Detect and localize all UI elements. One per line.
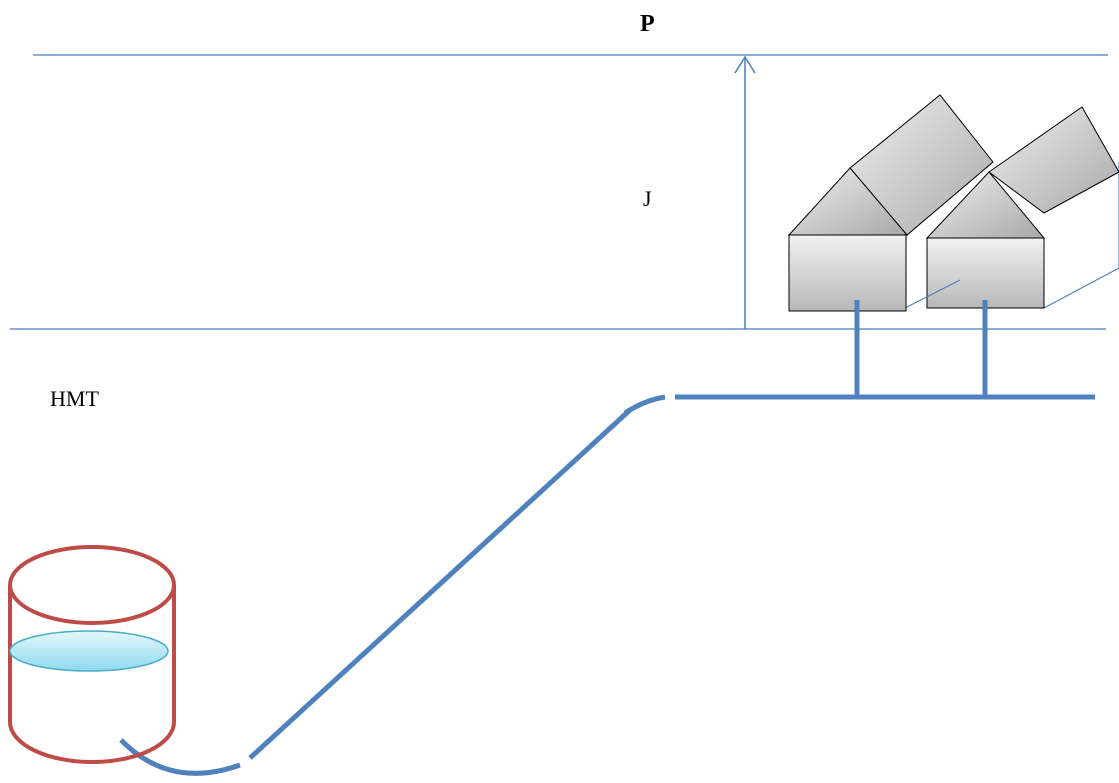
water-surface	[9, 630, 169, 672]
head-loss-arrow	[734, 55, 756, 329]
house-icon	[787, 94, 994, 312]
distribution-pipe	[675, 300, 1095, 400]
water-tank-icon	[8, 545, 176, 764]
label-hmt: HMT	[50, 386, 99, 411]
label-p: P	[640, 11, 655, 37]
house-icon	[925, 106, 1119, 309]
label-j: J	[643, 186, 652, 211]
supply-pipe	[119, 394, 666, 776]
